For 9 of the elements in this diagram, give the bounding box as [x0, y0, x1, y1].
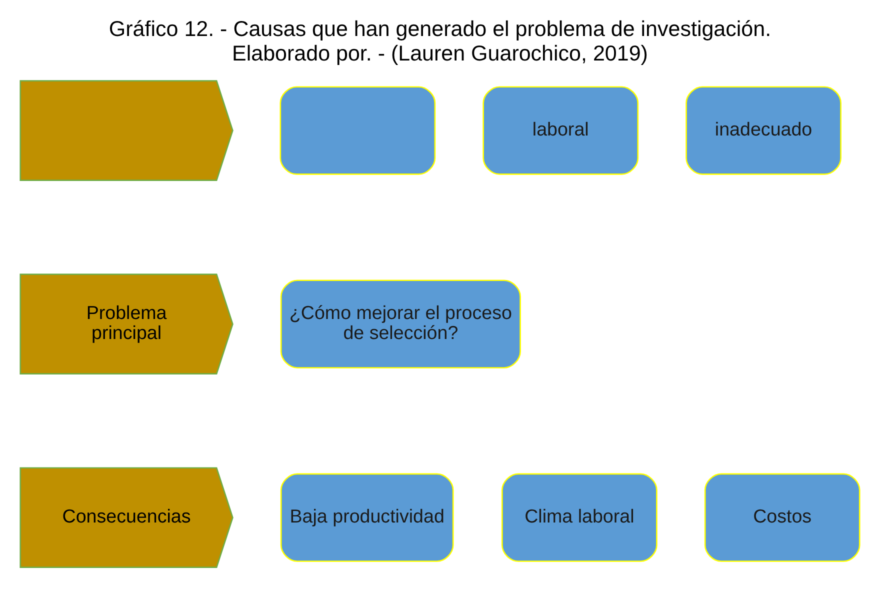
node-box: Baja productividad — [280, 473, 454, 562]
node-box — [280, 86, 436, 175]
node-box: Clima laboral — [501, 473, 658, 562]
node-box: laboral — [482, 86, 639, 175]
node-arrow — [20, 80, 234, 181]
node-box: ¿Cómo mejorar el proceso de selección? — [280, 280, 521, 368]
node-box: Costos — [704, 473, 860, 562]
node-box: inadecuado — [686, 86, 842, 175]
diagram-title: Gráfico 12. - Causas que han generado el problema de investigación. Elaborado por. - (Lauren Guarochico, 2019) — [108, 17, 772, 66]
